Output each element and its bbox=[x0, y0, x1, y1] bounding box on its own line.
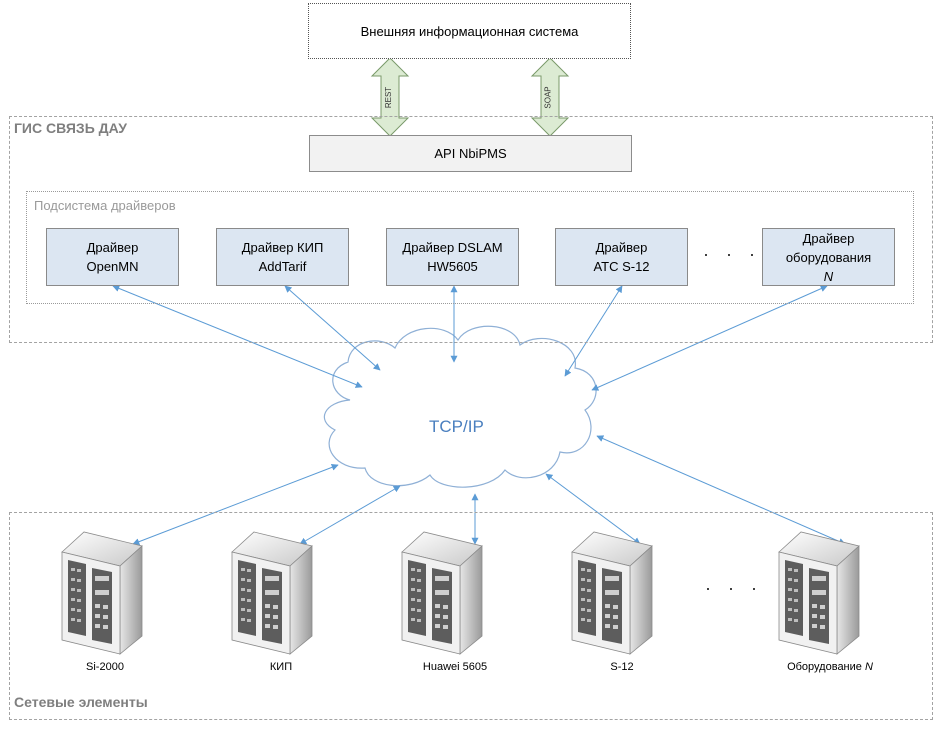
external-system-label: Внешняя информационная система bbox=[360, 23, 579, 39]
element-label-s12: S-12 bbox=[610, 661, 634, 673]
api-label: API NbiPMS bbox=[434, 146, 507, 161]
external-system-box: Внешняя информационная система bbox=[308, 3, 631, 59]
network-elements-title: Сетевые элементы bbox=[14, 694, 148, 710]
driver-subsystem-title: Подсистема драйверов bbox=[34, 198, 176, 213]
network-elements-group bbox=[9, 512, 933, 720]
elements-ellipsis: · · · bbox=[705, 578, 763, 598]
gis-group-title: ГИС СВЯЗЬ ДАУ bbox=[14, 120, 127, 136]
element-label-huawei: Huawei 5605 bbox=[422, 661, 488, 673]
element-label-equipment-n: Оборудование N bbox=[787, 661, 873, 673]
driver-label-line1: Драйвер bbox=[802, 230, 855, 246]
driver-subsystem-box bbox=[26, 191, 914, 304]
drivers-ellipsis: · · · bbox=[703, 244, 761, 264]
soap-label: SOAP bbox=[543, 86, 553, 109]
driver-label-line1: Драйвер DSLAM bbox=[402, 240, 503, 255]
element-label-kip: КИП bbox=[269, 661, 293, 673]
driver-label-line2: HW5605 bbox=[427, 259, 478, 274]
driver-kip: Драйвер КИП AddTarif bbox=[216, 228, 349, 286]
api-box: API NbiPMS bbox=[309, 135, 632, 172]
driver-label-line2: AddTarif bbox=[258, 259, 307, 274]
driver-label-line2: АТС S-12 bbox=[593, 259, 650, 274]
driver-label-line1: Драйвер КИП bbox=[241, 240, 324, 255]
tcp-ip-cloud bbox=[323, 325, 597, 488]
element-label-si2000: Si-2000 bbox=[86, 661, 124, 673]
rest-label: REST bbox=[384, 86, 394, 109]
driver-label-line2: оборудования N bbox=[785, 249, 872, 284]
element-connectors bbox=[132, 435, 846, 546]
tcp-ip-label: TCP/IP bbox=[429, 417, 484, 436]
driver-label-line1: Драйвер bbox=[86, 240, 139, 255]
driver-label-line1: Драйвер bbox=[595, 240, 648, 255]
driver-equipment-n: Драйвер оборудования N bbox=[762, 228, 895, 286]
driver-label-line2: OpenMN bbox=[86, 259, 139, 274]
driver-dslam: Драйвер DSLAM HW5605 bbox=[386, 228, 519, 286]
gis-group bbox=[9, 116, 933, 343]
